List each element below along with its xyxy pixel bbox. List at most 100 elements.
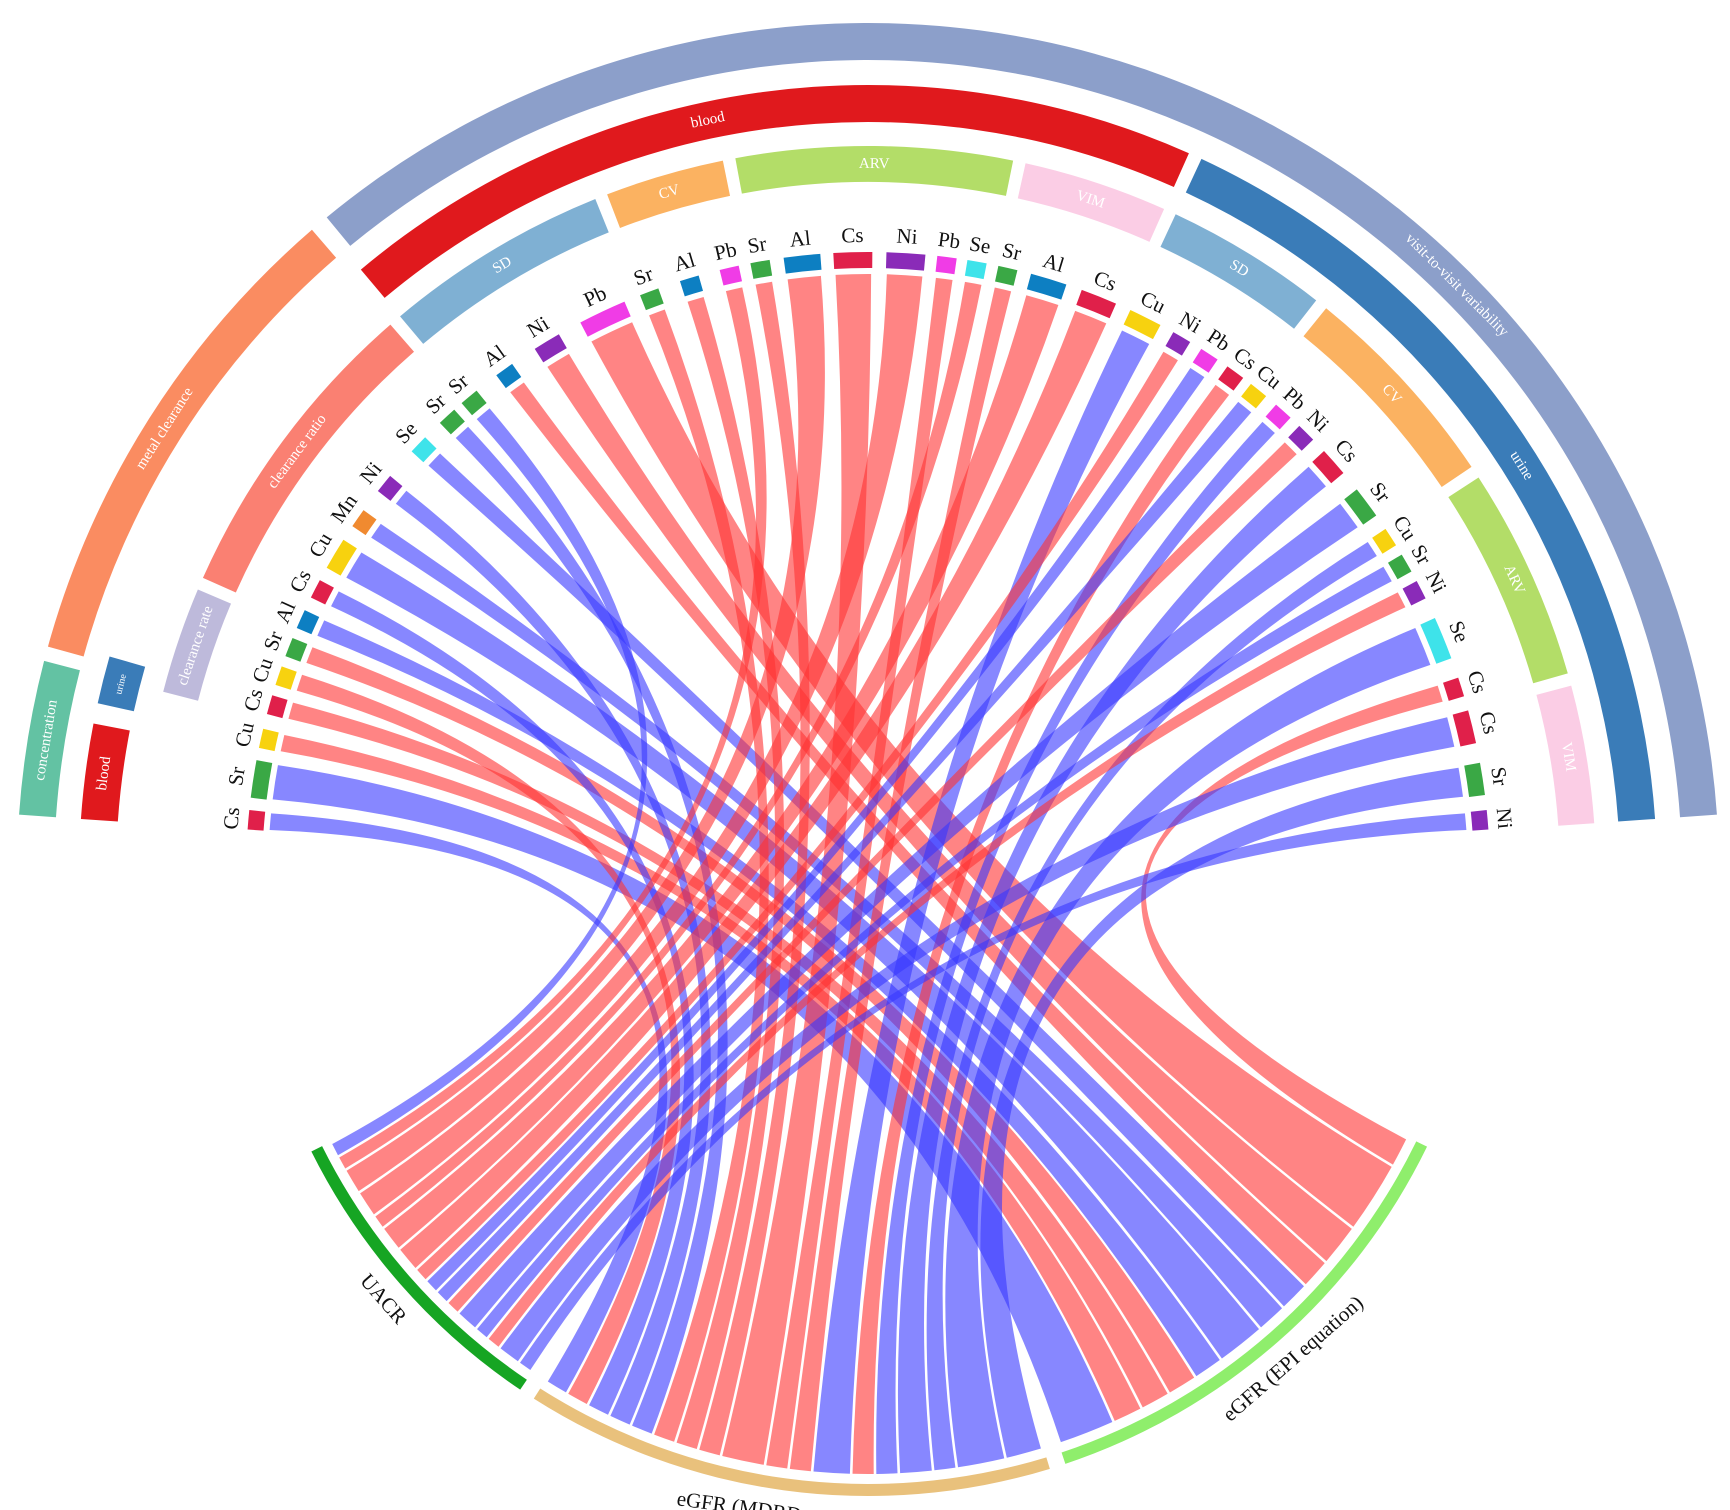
element-segment-se (1420, 618, 1452, 664)
element-segment-sr (1387, 554, 1412, 580)
element-label: Sr (746, 231, 769, 258)
element-segment-cu (275, 666, 297, 690)
inner-track-label: ARV (859, 156, 890, 172)
element-segment-cu (1241, 383, 1267, 409)
element-segment-cs (310, 580, 334, 605)
element-segment-al (679, 275, 703, 297)
element-label: Cu (304, 528, 337, 562)
chord-link-red (649, 309, 769, 1442)
element-label: Se (390, 417, 422, 449)
element-label: Cs (1475, 709, 1504, 736)
element-segment-sr (640, 288, 664, 311)
element-segment-cs (1452, 710, 1477, 747)
element-label: Cs (239, 686, 268, 714)
element-label: Cs (219, 806, 245, 830)
element-label: Al (1040, 248, 1067, 277)
element-label: Sr (443, 369, 473, 399)
element-label: Sr (420, 388, 450, 418)
element-segment-cs (266, 695, 288, 719)
element-label: Sr (1365, 477, 1395, 506)
element-label: Cu (1252, 360, 1287, 394)
element-label: Sr (1486, 765, 1513, 787)
element-label: Cs (1330, 434, 1363, 467)
element-label: Ni (896, 224, 919, 249)
element-label: Se (968, 231, 993, 258)
element-label: Sr (630, 261, 656, 290)
element-segment-sr (439, 409, 465, 435)
element-label: Pb (712, 237, 739, 265)
element-segment-ni (534, 334, 567, 363)
element-label: Sr (1406, 540, 1436, 568)
middle-track-blood (80, 723, 130, 822)
element-label: Cu (230, 720, 259, 750)
element-label: Cs (841, 223, 864, 248)
element-segment-sr (250, 760, 273, 800)
chord-link-blue (876, 421, 1275, 1474)
middle-track-label: blood (94, 755, 114, 791)
chord-link-blue (926, 541, 1377, 1471)
element-segment-ni (1288, 425, 1314, 451)
element-label: Pb (1278, 382, 1311, 415)
element-label: Cs (1229, 342, 1261, 374)
element-label: Ni (1175, 307, 1205, 338)
chord-link-blue (437, 401, 1252, 1302)
inner-track-arv (1448, 477, 1568, 684)
element-segment-al (296, 610, 320, 635)
chord-link-blue (813, 330, 1150, 1474)
chord-link-blue (332, 408, 648, 1156)
element-segment-sr (1344, 489, 1377, 525)
element-label: Pb (1203, 324, 1235, 356)
element-segment-cu (1123, 310, 1161, 340)
inner-track-label: CV (657, 182, 682, 203)
element-label: Cs (1463, 668, 1493, 696)
element-segment-sr (1464, 762, 1485, 797)
target-segment-uacr (311, 1146, 527, 1390)
element-segment-pb (719, 265, 743, 286)
element-segment-pb (580, 301, 631, 337)
element-label: Al (270, 597, 301, 626)
middle-track-label: blood (689, 109, 726, 132)
inner-track-clearance-ratio (202, 324, 415, 593)
element-segment-ni (1402, 581, 1426, 606)
inner-track-clearance-rate (163, 589, 232, 701)
chord-link-blue (428, 453, 1304, 1307)
element-segment-pb (1192, 348, 1218, 373)
element-label: Ni (1421, 567, 1452, 597)
outer-track-visit-to-visit-variability (326, 23, 1717, 818)
element-segment-ni (1470, 810, 1489, 831)
element-segment-sr (995, 265, 1018, 286)
chord-link-red (789, 287, 1012, 1472)
inner-track-cv (1303, 308, 1472, 488)
element-label: Cs (1091, 265, 1121, 296)
element-label: Pb (937, 227, 962, 254)
element-segment-cs (1312, 450, 1344, 484)
inner-track-arv (735, 145, 1014, 196)
element-label: Cu (1137, 286, 1170, 319)
element-segment-pb (935, 255, 957, 275)
element-segment-cu (258, 728, 279, 752)
element-label: Al (479, 340, 510, 372)
chord-link-blue (459, 503, 1358, 1328)
middle-track-urine (97, 656, 146, 712)
element-segment-mn (352, 510, 377, 536)
element-segment-al (783, 253, 822, 274)
element-label: Ni (1492, 807, 1518, 830)
chord-link-red (591, 322, 1392, 1227)
chord-links (269, 274, 1467, 1474)
element-label: Ni (523, 311, 554, 342)
element-segment-cu (1372, 528, 1397, 554)
element-segment-se (411, 437, 437, 463)
element-label: Se (1444, 617, 1474, 646)
element-segment-se (964, 260, 987, 280)
element-segment-ni (885, 252, 926, 271)
element-label: Sr (258, 628, 287, 654)
element-segment-pb (1265, 404, 1291, 430)
inner-track-vim (1536, 685, 1595, 826)
inner-track-sd (400, 199, 609, 344)
element-label: Ni (1302, 405, 1334, 437)
element-segment-cs (1076, 289, 1117, 319)
element-segment-ni (1165, 332, 1191, 356)
element-segment-al (1026, 273, 1067, 300)
